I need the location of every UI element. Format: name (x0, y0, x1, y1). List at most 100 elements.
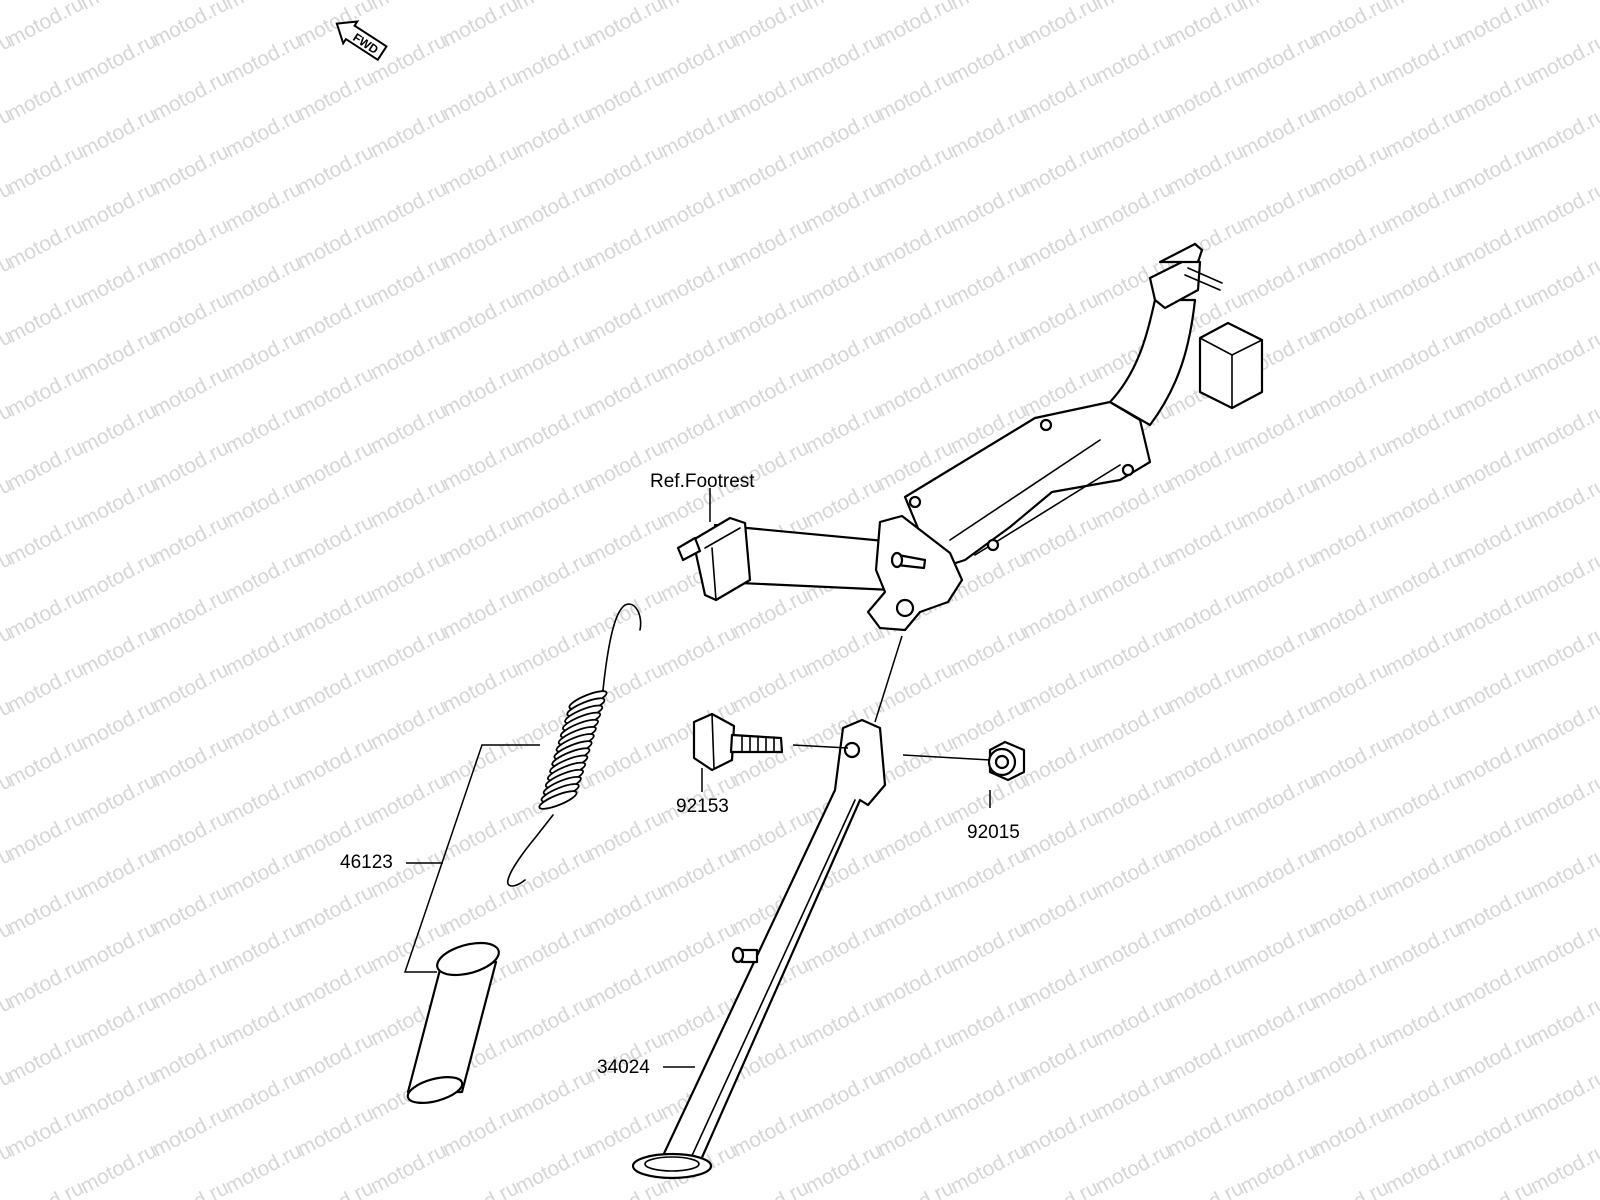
watermark-text: motod.ru (1309, 288, 1393, 347)
watermark-text: motod.ru (149, 510, 233, 569)
watermark-text: motod.ru (367, 621, 451, 680)
watermark-text: motod.ru (1454, 584, 1538, 643)
watermark-text: motod.ru (77, 991, 161, 1050)
watermark-text: motod.ru (874, 1028, 958, 1087)
part-number-34024[interactable]: 34024 (597, 1057, 650, 1078)
watermark-text: motod.ru (1527, 399, 1600, 458)
watermark-text: motod.ru (1309, 140, 1393, 199)
watermark-text: motod.ru (294, 658, 378, 717)
watermark-text: motod.ru (1382, 917, 1466, 976)
watermark-text: motod.ru (294, 66, 378, 125)
watermark-text: motod.ru (294, 288, 378, 347)
watermark-text: motod.ru (1382, 325, 1466, 384)
watermark-text: motod.ru (1527, 1139, 1600, 1198)
watermark-text: motod.ru (1237, 473, 1321, 532)
watermark-text: motod.ru (874, 880, 958, 939)
watermark-text: motod.ru (4, 658, 88, 717)
watermark-text: motod.ru (1019, 806, 1103, 865)
watermark-text: motod.ru (1237, 1065, 1321, 1124)
watermark-text: motod.ru (1019, 584, 1103, 643)
watermark-text: motod.ru (1237, 29, 1321, 88)
watermark-text: motod.ru (1382, 621, 1466, 680)
spring-46123[interactable] (506, 603, 642, 887)
watermark-text: motod.ru (1454, 1028, 1538, 1087)
watermark-text: motod.ru (367, 251, 451, 310)
watermark-text: motod.ru (512, 0, 596, 14)
watermark-text: motod.ru (802, 325, 886, 384)
watermark-text: motod.ru (1382, 991, 1466, 1050)
watermark-text: motod.ru (149, 66, 233, 125)
part-number-92153[interactable]: 92153 (676, 796, 729, 817)
watermark-text: motod.ru (512, 547, 596, 606)
watermark-text: motod.ru (77, 843, 161, 902)
watermark-text: motod.ru (1454, 880, 1538, 939)
watermark-text: motod.ru (1382, 769, 1466, 828)
watermark-text: motod.ru (367, 547, 451, 606)
watermark-text: motod.ru (149, 140, 233, 199)
watermark-text: motod.ru (802, 473, 886, 532)
watermark-text: motod.ru (874, 1176, 958, 1200)
watermark-text: motod.ru (367, 325, 451, 384)
watermark-text: motod.ru (729, 66, 813, 125)
watermark-text: motod.ru (367, 695, 451, 754)
watermark-text: motod.ru (1237, 917, 1321, 976)
watermark-text: motod.ru (1309, 1028, 1393, 1087)
watermark-text: motod.ru (657, 843, 741, 902)
watermark-text: motod.ru (1164, 732, 1248, 791)
watermark-text: motod.ru (657, 917, 741, 976)
watermark-text: motod.ru (512, 325, 596, 384)
watermark-text: motod.ru (729, 658, 813, 717)
watermark-text: motod.ru (77, 103, 161, 162)
watermark-text: motod.ru (947, 325, 1031, 384)
watermark-text: motod.ru (1237, 251, 1321, 310)
watermark-text: motod.ru (222, 29, 306, 88)
watermark-text: motod.ru (512, 1139, 596, 1198)
watermark-text: motod.ru (1382, 251, 1466, 310)
watermark-text: motod.ru (729, 0, 813, 51)
watermark-text: motod.ru (584, 0, 668, 51)
watermark-text: motod.ru (1382, 103, 1466, 162)
watermark-text: motod.ru (77, 547, 161, 606)
watermark-text: motod.ru (1164, 140, 1248, 199)
watermark-text: motod.ru (1092, 917, 1176, 976)
bolt-92153[interactable] (692, 712, 784, 772)
frame-bracket (676, 242, 1264, 632)
watermark-text: motod.ru (1237, 103, 1321, 162)
watermark-text: motod.ru (584, 880, 668, 939)
watermark-text: motod.ru (149, 1176, 233, 1200)
watermark-text: motod.ru (729, 584, 813, 643)
part-number-46123[interactable]: 46123 (340, 852, 393, 873)
watermark-text: motod.ru (1237, 991, 1321, 1050)
watermark-text: motod.ru (1019, 288, 1103, 347)
watermark-text: motod.ru (1019, 954, 1103, 1013)
watermark-text: motod.ru (1382, 473, 1466, 532)
watermark-text: motod.ru (947, 251, 1031, 310)
watermark-text: motod.ru (947, 103, 1031, 162)
watermark-text: motod.ru (1382, 1139, 1466, 1198)
watermark-text: motod.ru (657, 399, 741, 458)
nut-92015[interactable] (987, 740, 1026, 782)
watermark-text: motod.ru (512, 1065, 596, 1124)
watermark-text: motod.ru (149, 584, 233, 643)
watermark-text: motod.ru (1527, 621, 1600, 680)
watermark-text: motod.ru (1237, 695, 1321, 754)
watermark-text: motod.ru (222, 251, 306, 310)
part-number-92015[interactable]: 92015 (967, 822, 1020, 843)
watermark-text: motod.ru (874, 288, 958, 347)
watermark-text: motod.ru (1309, 954, 1393, 1013)
watermark-text: motod.ru (1382, 843, 1466, 902)
watermark-text: motod.ru (77, 917, 161, 976)
watermark-text: motod.ru (512, 103, 596, 162)
watermark-text: motod.ru (1019, 1176, 1103, 1200)
watermark-text: motod.ru (874, 66, 958, 125)
watermark-text: motod.ru (1309, 732, 1393, 791)
watermark-text: motod.ru (222, 1139, 306, 1198)
side-stand-34024[interactable] (631, 718, 887, 1180)
watermark-text: motod.ru (1309, 214, 1393, 273)
watermark-text: motod.ru (512, 473, 596, 532)
watermark-text: motod.ru (1382, 29, 1466, 88)
watermark-text: motod.ru (1382, 0, 1466, 14)
watermark-text: motod.ru (4, 732, 88, 791)
watermark-text: motod.ru (149, 288, 233, 347)
